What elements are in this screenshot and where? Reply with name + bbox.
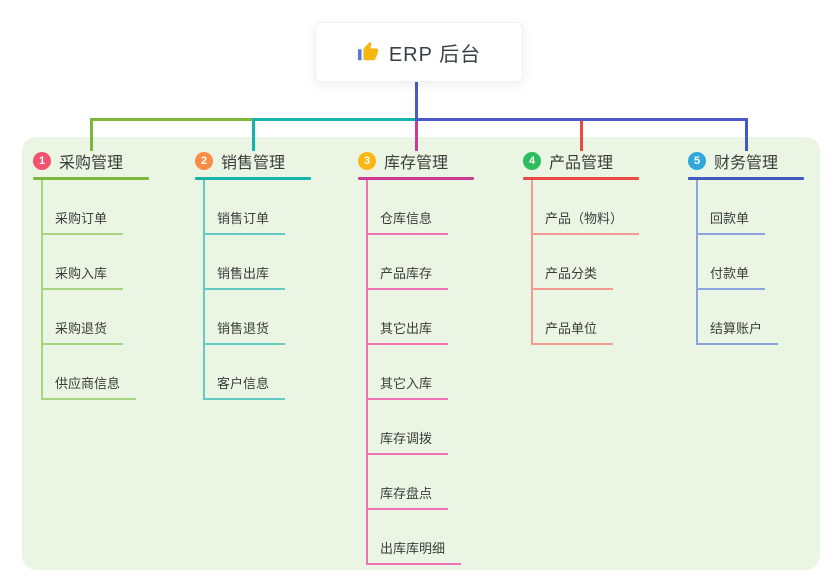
branch-underline [195,177,311,180]
root-node-title: ERP 后台 [388,43,482,66]
child-node[interactable]: 产品库存 [366,263,449,290]
child-row: 库存调拨 [358,400,518,455]
child-row: 客户信息 [195,345,355,400]
branch-header[interactable]: 5 财务管理 [688,148,839,174]
branch-header[interactable]: 1 采购管理 [33,148,193,174]
child-row: 产品（物料） [523,180,683,235]
child-row: 销售退货 [195,290,355,345]
child-row: 出库库明细 [358,510,518,565]
child-node[interactable]: 采购入库 [41,263,124,290]
branch-children: 仓库信息产品库存其它出库其它入库库存调拨库存盘点出库库明细 [358,180,518,565]
thumbs-up-icon [357,41,379,63]
branch-drop-line-1 [90,121,93,151]
bus-segment-blue [415,118,748,121]
branch-drop-line-2 [252,121,255,151]
child-node[interactable]: 产品单位 [531,318,614,345]
branch-column-5: 5 财务管理 回款单付款单结算账户 [688,148,839,345]
child-node[interactable]: 销售退货 [203,318,286,345]
child-node[interactable]: 产品（物料） [531,208,640,235]
child-row: 库存盘点 [358,455,518,510]
branch-underline [33,177,149,180]
branch-spine-line [41,180,43,398]
branch-column-1: 1 采购管理 采购订单采购入库采购退货供应商信息 [33,148,193,400]
branch-number-badge: 4 [523,152,541,170]
child-row: 采购订单 [33,180,193,235]
branch-label: 销售管理 [221,155,286,172]
child-row: 销售出库 [195,235,355,290]
root-node-erp[interactable]: ERP 后台 [315,22,523,82]
branch-spine-line [366,180,368,563]
child-node[interactable]: 销售订单 [203,208,286,235]
child-row: 仓库信息 [358,180,518,235]
child-node[interactable]: 库存调拨 [366,428,449,455]
branch-label: 产品管理 [549,155,614,172]
branch-underline [688,177,804,180]
child-row: 产品分类 [523,235,683,290]
child-row: 销售订单 [195,180,355,235]
child-node[interactable]: 产品分类 [531,263,614,290]
child-node[interactable]: 采购订单 [41,208,124,235]
child-node[interactable]: 其它出库 [366,318,449,345]
branch-number-badge: 1 [33,152,51,170]
branch-underline [523,177,639,180]
child-row: 产品单位 [523,290,683,345]
branch-label: 采购管理 [59,155,124,172]
child-row: 采购退货 [33,290,193,345]
bus-segment-green [90,118,252,121]
branch-column-3: 3 库存管理 仓库信息产品库存其它出库其它入库库存调拨库存盘点出库库明细 [358,148,518,565]
child-row: 采购入库 [33,235,193,290]
branch-children: 销售订单销售出库销售退货客户信息 [195,180,355,400]
child-node[interactable]: 库存盘点 [366,483,449,510]
child-row: 付款单 [688,235,839,290]
child-node[interactable]: 出库库明细 [366,538,462,565]
child-node[interactable]: 回款单 [696,208,766,235]
branch-header[interactable]: 3 库存管理 [358,148,518,174]
child-node[interactable]: 付款单 [696,263,766,290]
branch-label: 库存管理 [384,155,449,172]
branch-spine-line [531,180,533,343]
child-node[interactable]: 客户信息 [203,373,286,400]
branch-children: 采购订单采购入库采购退货供应商信息 [33,180,193,400]
branches-panel [22,137,820,570]
branch-label: 财务管理 [714,155,779,172]
child-row: 其它出库 [358,290,518,345]
branch-underline [358,177,474,180]
child-node[interactable]: 仓库信息 [366,208,449,235]
child-node[interactable]: 供应商信息 [41,373,137,400]
branch-number-badge: 5 [688,152,706,170]
branch-children: 产品（物料） 产品分类产品单位 [523,180,683,345]
bus-segment-teal [252,118,415,121]
branch-column-2: 2 销售管理 销售订单销售出库销售退货客户信息 [195,148,355,400]
child-node[interactable]: 销售出库 [203,263,286,290]
child-row: 结算账户 [688,290,839,345]
branch-number-badge: 2 [195,152,213,170]
child-node[interactable]: 其它入库 [366,373,449,400]
branch-drop-line-3 [415,121,418,151]
child-node[interactable]: 采购退货 [41,318,124,345]
child-row: 其它入库 [358,345,518,400]
branch-drop-line-4 [580,121,583,151]
child-node[interactable]: 结算账户 [696,318,779,345]
branch-children: 回款单付款单结算账户 [688,180,839,345]
branch-spine-line [203,180,205,398]
branch-number-badge: 3 [358,152,376,170]
child-row: 回款单 [688,180,839,235]
branch-column-4: 4 产品管理 产品（物料） 产品分类产品单位 [523,148,683,345]
child-row: 供应商信息 [33,345,193,400]
branch-drop-line-5 [745,121,748,151]
branch-spine-line [696,180,698,343]
child-row: 产品库存 [358,235,518,290]
branch-header[interactable]: 4 产品管理 [523,148,683,174]
branch-header[interactable]: 2 销售管理 [195,148,355,174]
root-connector-line [415,82,418,121]
